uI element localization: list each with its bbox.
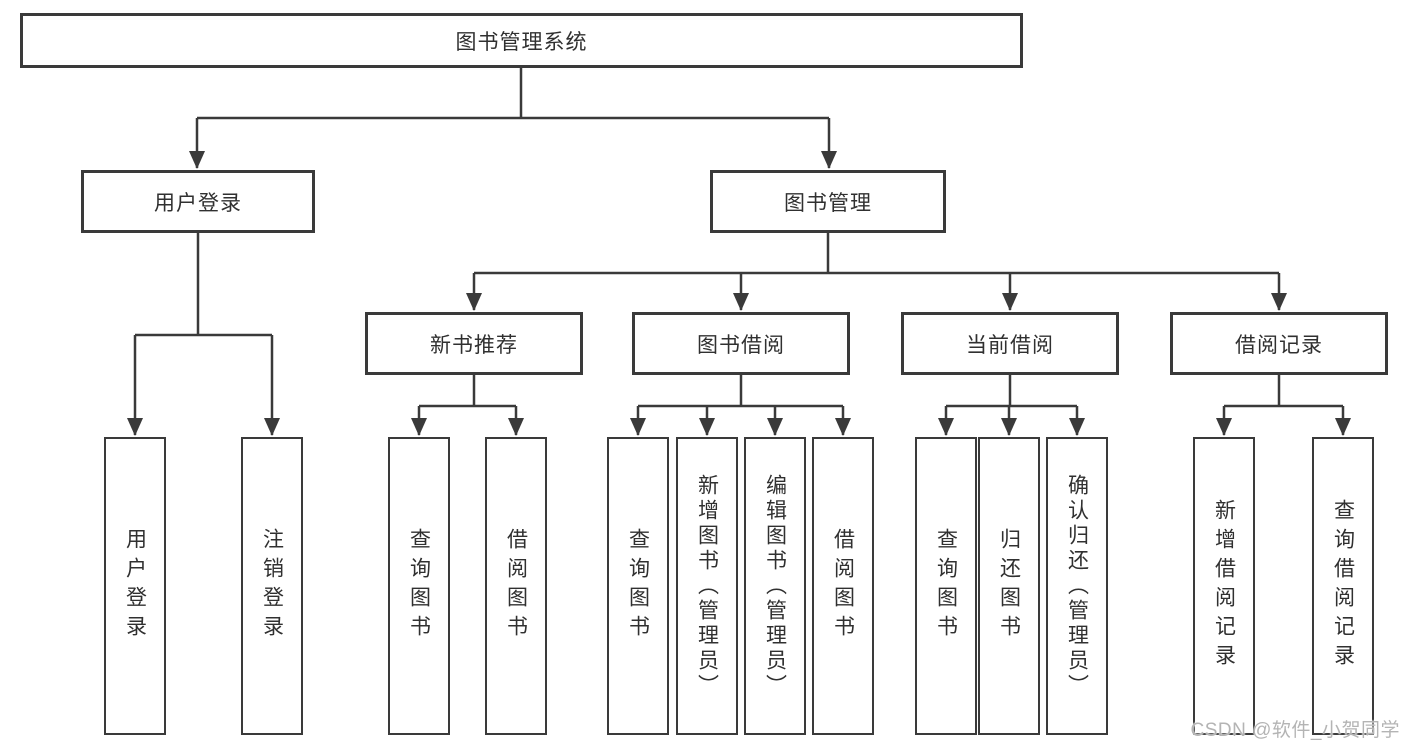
leaf-br-add-record: 新增借阅记录: [1193, 437, 1255, 735]
leaf-bb-borrow-books: 借阅图书: [812, 437, 874, 735]
leaf-cb-query-books-label: 查询图书: [934, 528, 958, 644]
watermark-text: CSDN @软件_小贺同学: [1190, 720, 1400, 741]
leaf-nbr-query-books-label: 查询图书: [407, 528, 431, 644]
leaf-nbr-query-books: 查询图书: [388, 437, 450, 735]
leaf-logout-label: 注销登录: [260, 528, 284, 644]
leaf-bb-edit-books-admin: 编辑图书（管理员）: [744, 437, 806, 735]
node-root: 图书管理系统: [20, 13, 1023, 68]
connector-root-rail: [197, 68, 829, 120]
connector-bookmgmt-rail: [474, 233, 1279, 275]
leaf-bb-query-books-label: 查询图书: [626, 528, 650, 644]
leaf-cb-confirm-return-admin: 确认归还（管理员）: [1046, 437, 1108, 735]
node-user-login: 用户登录: [81, 170, 315, 233]
leaf-nbr-borrow-books-label: 借阅图书: [504, 528, 528, 644]
leaf-user-login-label: 用户登录: [123, 528, 147, 644]
connector-newbook-rail: [419, 375, 516, 408]
connector-current-rail: [946, 375, 1077, 408]
leaf-bb-add-books-admin: 新增图书（管理员）: [676, 437, 738, 735]
node-current-borrowing: 当前借阅: [901, 312, 1119, 375]
leaf-nbr-borrow-books: 借阅图书: [485, 437, 547, 735]
leaf-cb-confirm-return-admin-label: 确认归还（管理员）: [1065, 473, 1089, 699]
node-borrowing-records: 借阅记录: [1170, 312, 1388, 375]
leaf-bb-add-books-admin-label: 新增图书（管理员）: [695, 473, 719, 699]
leaf-bb-edit-books-admin-label: 编辑图书（管理员）: [763, 473, 787, 699]
leaf-br-query-record: 查询借阅记录: [1312, 437, 1374, 735]
leaf-br-query-record-label: 查询借阅记录: [1331, 499, 1355, 673]
node-book-management: 图书管理: [710, 170, 946, 233]
connector-records-rail: [1224, 375, 1343, 408]
leaf-cb-return-books: 归还图书: [978, 437, 1040, 735]
connector-userlogin-rail: [135, 233, 272, 337]
leaf-cb-query-books: 查询图书: [915, 437, 977, 735]
node-book-borrowing: 图书借阅: [632, 312, 850, 375]
leaf-bb-borrow-books-label: 借阅图书: [831, 528, 855, 644]
node-new-book-recommend: 新书推荐: [365, 312, 583, 375]
leaf-br-add-record-label: 新增借阅记录: [1212, 499, 1236, 673]
leaf-cb-return-books-label: 归还图书: [997, 528, 1021, 644]
leaf-user-login: 用户登录: [104, 437, 166, 735]
connector-borrowing-rail: [638, 375, 843, 408]
leaf-bb-query-books: 查询图书: [607, 437, 669, 735]
leaf-logout: 注销登录: [241, 437, 303, 735]
